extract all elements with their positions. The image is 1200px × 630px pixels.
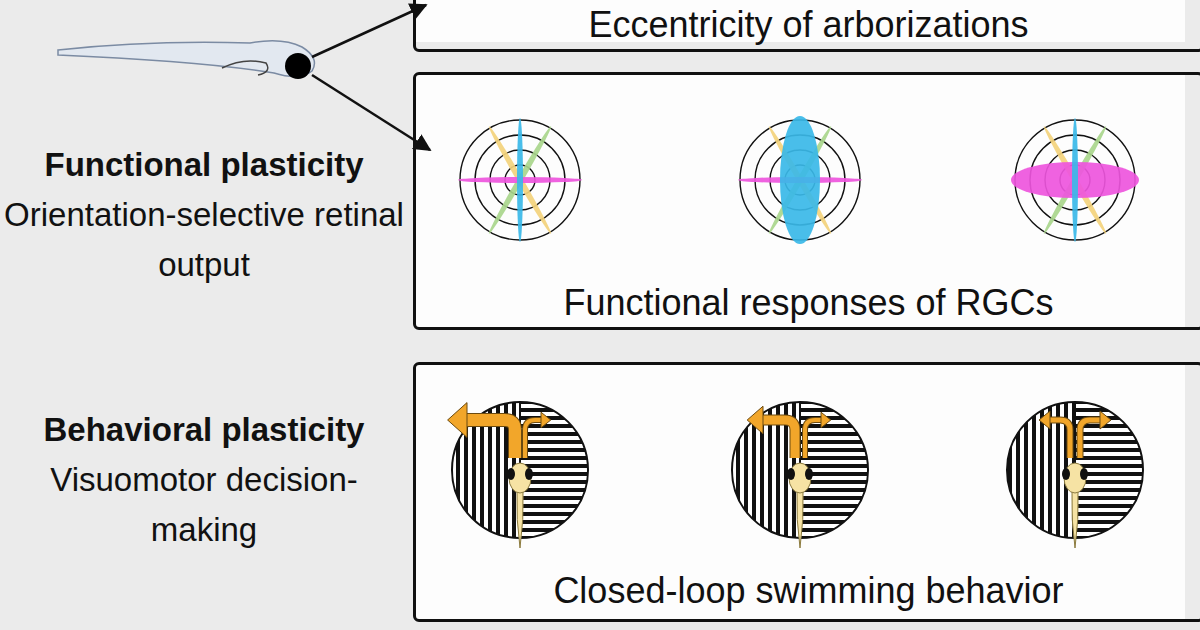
polar-plot: [458, 118, 582, 242]
section-heading: Functional plasticity: [0, 145, 408, 185]
polar-plot: [738, 116, 862, 244]
larva-side-view: [58, 41, 314, 79]
panel-caption: Eccentricity of arborizations: [416, 5, 1200, 45]
section-heading: Behavioral plasticity: [0, 410, 408, 450]
polar-plots: [458, 116, 1139, 244]
grating-arena: [448, 402, 588, 548]
panel-caption: Closed-loop swimming behavior: [416, 571, 1200, 611]
panel-caption: Functional responses of RGCs: [416, 283, 1200, 323]
panel-box: Functional responses of RGCs: [413, 72, 1200, 330]
panel-box: Eccentricity of arborizations: [413, 0, 1200, 52]
section-subtitle: Visuomotor decision-making: [0, 455, 408, 555]
grating-arenas: [448, 402, 1143, 548]
panel-box: Closed-loop swimming behavior: [413, 362, 1200, 622]
grating-arena: [732, 402, 868, 548]
grating-arena: [1007, 402, 1143, 548]
section-subtitle: Orientation-selective retinal output: [0, 190, 408, 290]
polar-plot: [1011, 118, 1139, 242]
